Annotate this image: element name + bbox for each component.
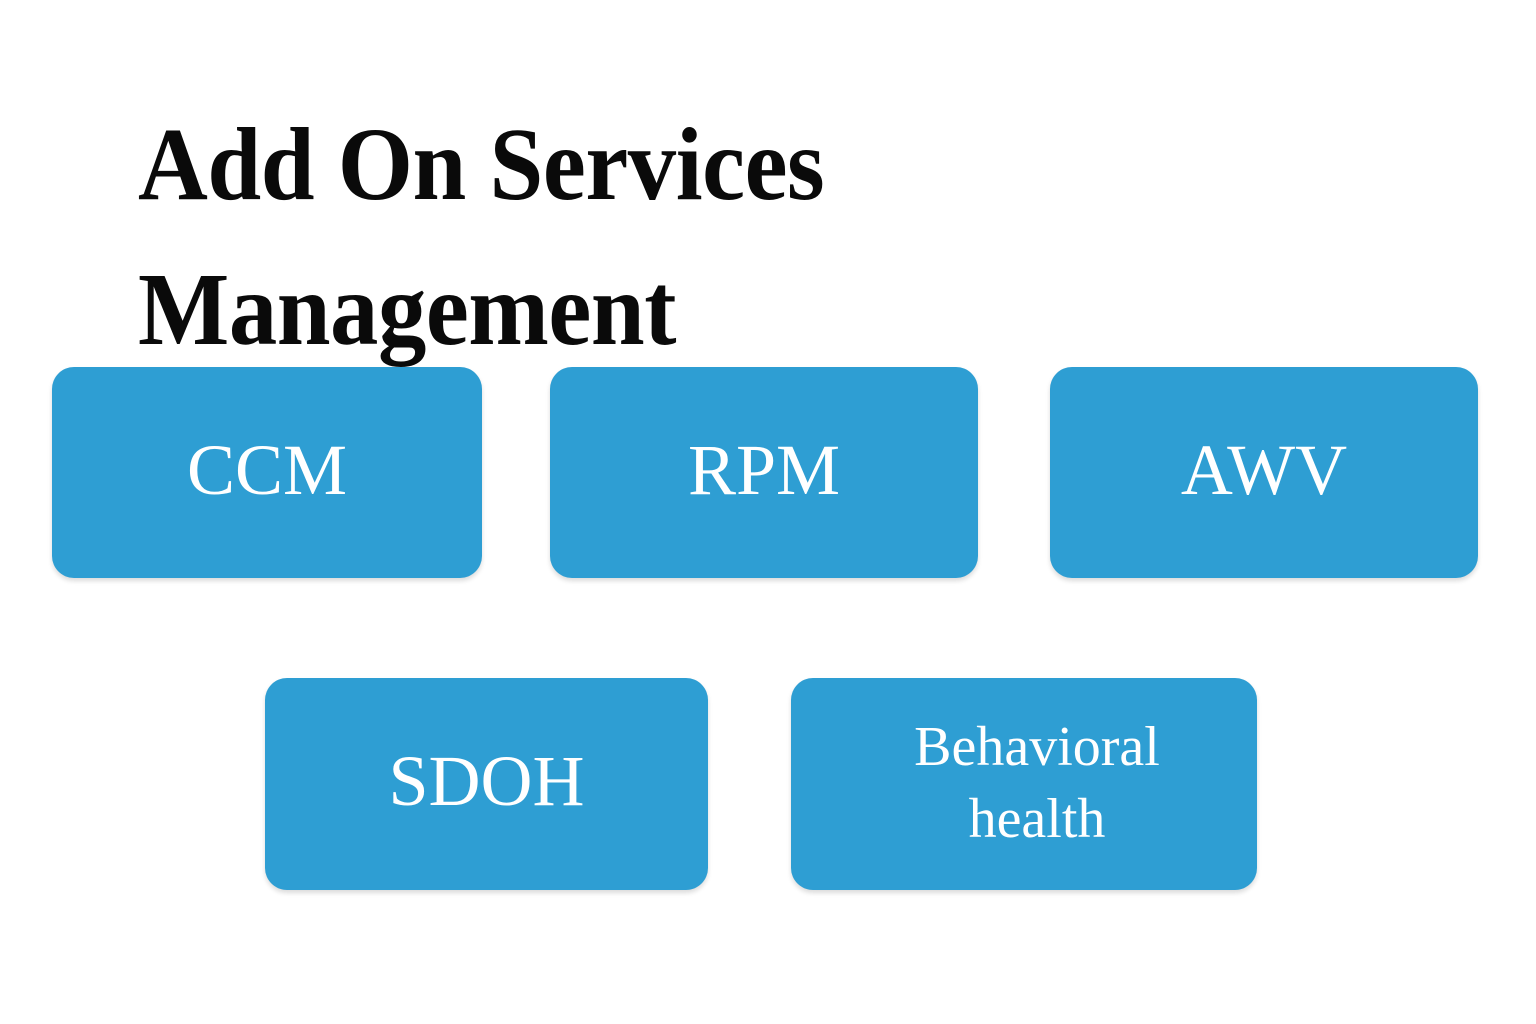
service-card-label: SDOH [388, 741, 585, 822]
service-card-behavioral-health[interactable]: Behavioral health [791, 678, 1257, 890]
service-card-label: RPM [687, 429, 841, 510]
service-card-sdoh[interactable]: SDOH [265, 678, 708, 890]
page-title: Add On Services Management [138, 106, 825, 367]
service-card-awv[interactable]: AWV [1050, 367, 1478, 578]
service-card-label: Behavioral health [914, 716, 1160, 850]
service-card-ccm[interactable]: CCM [52, 367, 482, 578]
service-card-label: CCM [186, 429, 348, 510]
service-card-rpm[interactable]: RPM [550, 367, 978, 578]
service-card-label: AWV [1180, 429, 1348, 510]
